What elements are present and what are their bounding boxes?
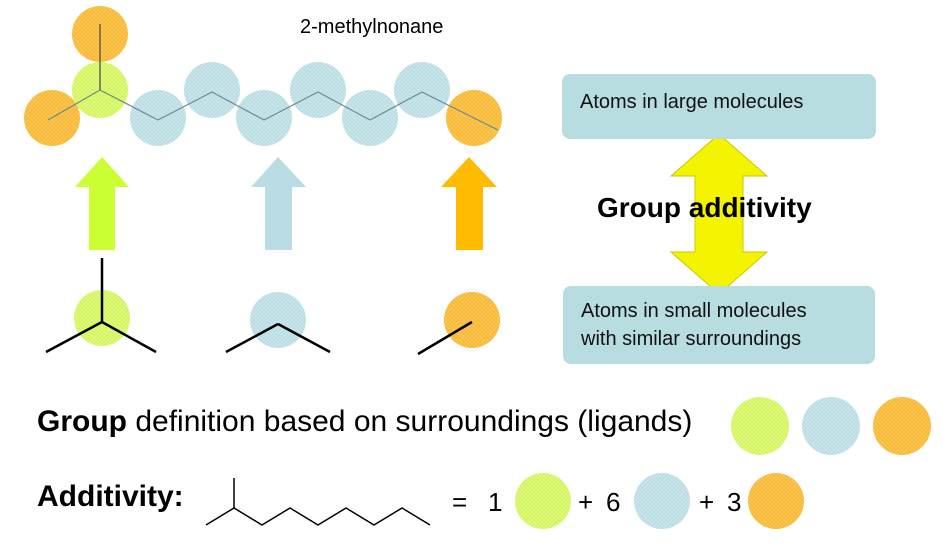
- group-definition-rest: definition based on surroundings (ligand…: [127, 405, 693, 438]
- molecule-2-methylnonane: [24, 6, 502, 146]
- large-molecules-box: Atoms in large molecules: [562, 74, 876, 139]
- skeletal-formula: [205, 507, 431, 526]
- plus-sign-1: +: [578, 487, 594, 517]
- group-definition-text: Group definition based on surroundings (…: [37, 405, 692, 439]
- additivity-label: Additivity:: [37, 480, 184, 513]
- plus-sign-2: +: [699, 487, 715, 517]
- group-definition-bold: Group: [37, 405, 127, 438]
- coefficient-blue: 6: [606, 487, 621, 517]
- green-up-arrow: [75, 157, 129, 250]
- blue-up-arrow: [251, 157, 306, 250]
- molecule-skeleton: [47, 89, 499, 131]
- large-molecules-text: Atoms in large molecules: [580, 91, 804, 113]
- coefficient-orange: 3: [727, 487, 742, 517]
- molecule-name-label: 2-methylnonane: [300, 16, 444, 38]
- equals-sign: =: [452, 487, 468, 517]
- small-molecules-box: Atoms in small molecules with similar su…: [563, 286, 875, 364]
- small-molecules-text-line1: Atoms in small molecules: [581, 300, 807, 322]
- small-molecules-text-line2: with similar surroundings: [581, 328, 802, 350]
- group-additivity-label: Group additivity: [597, 192, 812, 223]
- orange-up-arrow: [441, 157, 497, 250]
- group-c-branch: [45, 258, 157, 354]
- coefficient-green: 1: [488, 487, 503, 517]
- group-ch3: [417, 292, 500, 356]
- group-ch2: [225, 292, 331, 354]
